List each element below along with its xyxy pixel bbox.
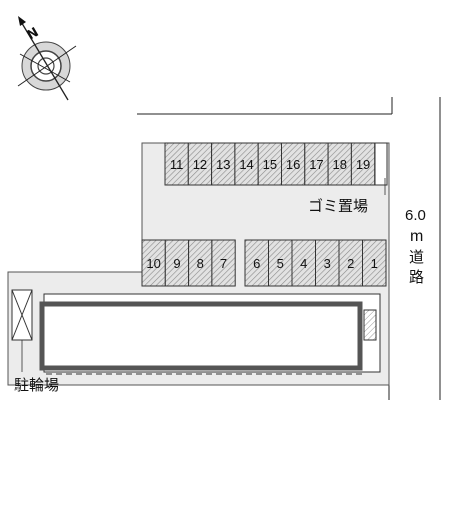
road-label: 6.0 m 道 路: [405, 207, 426, 286]
staircase: [363, 309, 377, 341]
parking-stall-number: 15: [263, 157, 277, 172]
parking-stall-number: 3: [324, 256, 331, 271]
parking-stall-number: 1: [371, 256, 378, 271]
parking-stall-number: 12: [193, 157, 207, 172]
parking-stall: [211, 239, 236, 287]
parking-stall-number: 8: [197, 256, 204, 271]
parking-stall-number: 13: [216, 157, 230, 172]
apartment-building: [39, 293, 381, 375]
parking-stall-number: 7: [220, 256, 227, 271]
parking-row-left: 10 9 8 7: [141, 239, 236, 287]
parking-row-top: 11 12 13 14 15 16 17 18 19: [164, 142, 376, 186]
road-unit: m: [410, 228, 423, 245]
parking-stall-number: 11: [170, 157, 184, 172]
parking-row-right: 6 5 4 3 2 1: [244, 239, 387, 287]
parking-stall-number: 9: [173, 256, 180, 271]
parking-stall-number: 17: [309, 157, 323, 172]
parking-stall-number: 19: [356, 157, 370, 172]
parking-stall-number: 6: [253, 256, 260, 271]
parking-stall-number: 5: [277, 256, 284, 271]
north-label: N: [25, 25, 42, 43]
road-width: 6.0: [405, 207, 426, 224]
parking-stall-number: 2: [347, 256, 354, 271]
bicycle-parking: [11, 289, 33, 372]
parking-stall: [362, 239, 387, 287]
compass-icon: N: [17, 16, 77, 101]
parking-stall-number: 14: [239, 157, 253, 172]
parking-stall-number: 16: [286, 157, 300, 172]
garbage-label: ゴミ置場: [308, 197, 368, 215]
road-char-2: 路: [409, 268, 424, 286]
garbage-station: [374, 142, 388, 186]
parking-stall-number: 10: [146, 256, 160, 271]
road-char-1: 道: [409, 248, 424, 266]
parking-stall-number: 18: [333, 157, 347, 172]
parking-stall-number: 4: [300, 256, 307, 271]
bicycle-label: 駐輪場: [14, 376, 59, 394]
